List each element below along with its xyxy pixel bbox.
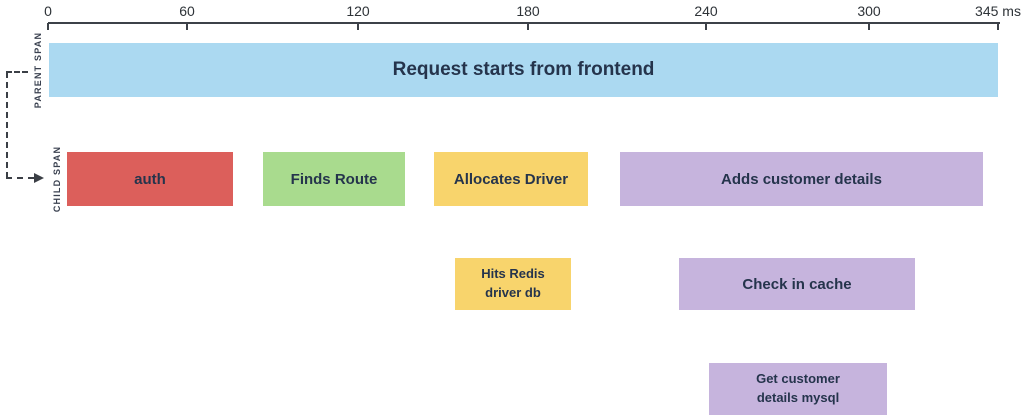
- span-auth: auth: [67, 152, 233, 206]
- span-finds-route: Finds Route: [263, 152, 405, 206]
- axis-tick: [186, 23, 188, 30]
- span-allocates-driver: Allocates Driver: [434, 152, 588, 206]
- parent-span-row-label: PARENT SPAN: [33, 31, 43, 109]
- axis-tick: [705, 23, 707, 30]
- span-adds-customer-details: Adds customer details: [620, 152, 983, 206]
- span-check-in-cache: Check in cache: [679, 258, 915, 310]
- timeline-axis: [48, 22, 1000, 24]
- axis-tick-label: 60: [179, 3, 195, 19]
- axis-tick: [527, 23, 529, 30]
- child-span-row-label: CHILD SPAN: [52, 145, 62, 213]
- axis-tick: [357, 23, 359, 30]
- axis-tick: [868, 23, 870, 30]
- axis-tick-label: 300: [857, 3, 881, 19]
- span-get-customer-details-mysql: Get customer details mysql: [709, 363, 887, 415]
- axis-tick: [47, 23, 49, 30]
- axis-tick-label: 120: [346, 3, 370, 19]
- axis-tick-label: 180: [516, 3, 540, 19]
- axis-tick-label: 240: [694, 3, 718, 19]
- span-request-starts-from-frontend: Request starts from frontend: [49, 43, 998, 97]
- connector-line-top: [6, 71, 28, 73]
- connector-line-bottom: [6, 177, 34, 179]
- axis-tick-label: 345 ms: [975, 3, 1021, 19]
- span-hits-redis-driver-db: Hits Redis driver db: [455, 258, 571, 310]
- connector-line-vertical: [6, 72, 8, 178]
- arrow-right-icon: [34, 173, 44, 183]
- axis-tick-label: 0: [44, 3, 52, 19]
- axis-tick: [997, 23, 999, 30]
